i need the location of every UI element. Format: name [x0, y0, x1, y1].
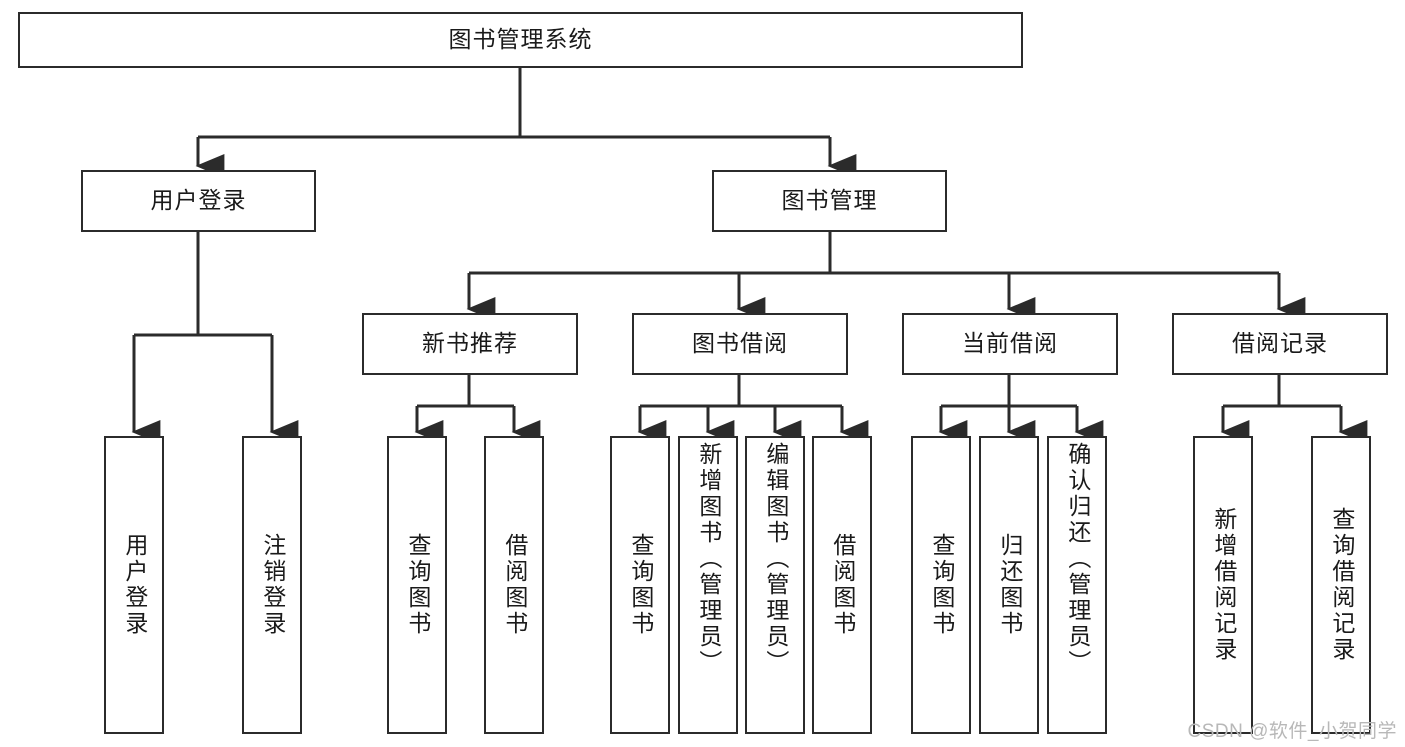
leaf-logout-label: 注销登录: [259, 533, 286, 637]
node-new-book-recommend[interactable]: 新书推荐: [362, 313, 578, 375]
leaf-nbr-query-book-label: 查询图书: [404, 533, 431, 637]
leaf-nbr-query-book[interactable]: 查询图书: [387, 436, 447, 734]
node-book-management[interactable]: 图书管理: [712, 170, 947, 232]
leaf-bb-query-book-label: 查询图书: [627, 533, 654, 637]
watermark: CSDN @软件_小贺同学: [1187, 721, 1397, 742]
leaf-bb-borrow-book[interactable]: 借阅图书: [812, 436, 872, 734]
leaf-bb-edit-book-admin[interactable]: 编辑图书（管理员）: [745, 436, 805, 734]
leaf-user-login-label: 用户登录: [121, 533, 148, 637]
leaf-bb-borrow-book-label: 借阅图书: [829, 533, 856, 637]
leaf-user-login[interactable]: 用户登录: [104, 436, 164, 734]
leaf-cb-query-book-label: 查询图书: [928, 533, 955, 637]
node-new-book-recommend-label: 新书推荐: [422, 330, 518, 357]
leaf-nbr-borrow-book-label: 借阅图书: [501, 533, 528, 637]
leaf-cb-return-book[interactable]: 归还图书: [979, 436, 1039, 734]
leaf-bb-query-book[interactable]: 查询图书: [610, 436, 670, 734]
leaf-cb-confirm-return-admin-label: 确认归还（管理员）: [1064, 442, 1091, 676]
leaf-br-query-record-label: 查询借阅记录: [1328, 507, 1355, 663]
node-current-borrow-label: 当前借阅: [962, 330, 1058, 357]
node-current-borrow[interactable]: 当前借阅: [902, 313, 1118, 375]
node-borrow-records[interactable]: 借阅记录: [1172, 313, 1388, 375]
leaf-cb-confirm-return-admin[interactable]: 确认归还（管理员）: [1047, 436, 1107, 734]
leaf-cb-query-book[interactable]: 查询图书: [911, 436, 971, 734]
leaf-bb-edit-book-admin-label: 编辑图书（管理员）: [762, 442, 789, 676]
node-book-borrow-label: 图书借阅: [692, 330, 788, 357]
leaf-nbr-borrow-book[interactable]: 借阅图书: [484, 436, 544, 734]
node-root-label: 图书管理系统: [448, 26, 593, 53]
node-user-login-label: 用户登录: [150, 187, 247, 214]
leaf-bb-add-book-admin[interactable]: 新增图书（管理员）: [678, 436, 738, 734]
node-borrow-records-label: 借阅记录: [1232, 330, 1328, 357]
leaf-cb-return-book-label: 归还图书: [996, 533, 1023, 637]
leaf-logout[interactable]: 注销登录: [242, 436, 302, 734]
leaf-br-query-record[interactable]: 查询借阅记录: [1311, 436, 1371, 734]
node-user-login[interactable]: 用户登录: [81, 170, 316, 232]
node-root[interactable]: 图书管理系统: [18, 12, 1023, 68]
leaf-br-add-record-label: 新增借阅记录: [1210, 507, 1237, 663]
leaf-bb-add-book-admin-label: 新增图书（管理员）: [695, 442, 722, 676]
node-book-borrow[interactable]: 图书借阅: [632, 313, 848, 375]
leaf-br-add-record[interactable]: 新增借阅记录: [1193, 436, 1253, 734]
node-book-management-label: 图书管理: [781, 187, 878, 214]
